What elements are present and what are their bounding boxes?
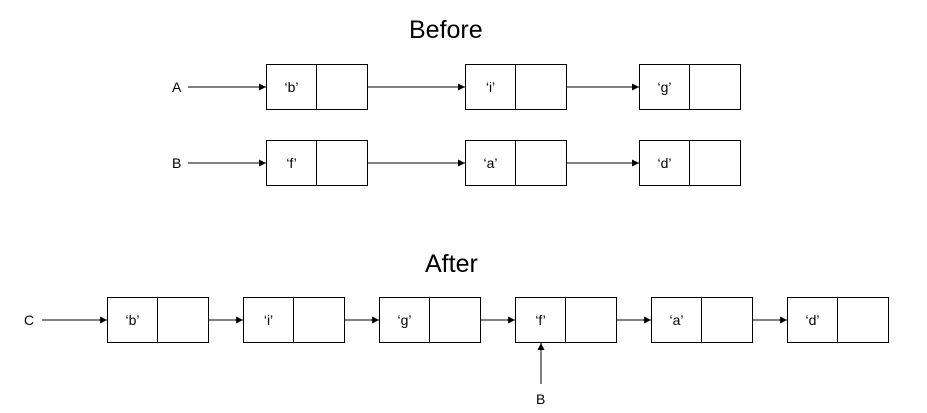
node-next-pointer bbox=[158, 298, 208, 342]
node-value: ‘g’ bbox=[640, 65, 690, 109]
node-next-pointer bbox=[516, 141, 566, 185]
node-value: ‘b’ bbox=[108, 298, 158, 342]
node-next-pointer bbox=[430, 298, 480, 342]
node-value: ‘a’ bbox=[652, 298, 702, 342]
list-b-node: ‘f’ bbox=[266, 140, 368, 186]
list-c-node: ‘f’ bbox=[515, 297, 617, 343]
node-next-pointer bbox=[690, 65, 740, 109]
node-next-pointer bbox=[690, 141, 740, 185]
node-value: ‘i’ bbox=[244, 298, 294, 342]
list-b-node: ‘d’ bbox=[639, 140, 741, 186]
node-next-pointer bbox=[294, 298, 344, 342]
pointer-label-a: A bbox=[172, 79, 182, 95]
list-a-node: ‘i’ bbox=[465, 64, 567, 110]
node-value: ‘a’ bbox=[466, 141, 516, 185]
list-c-node: ‘d’ bbox=[787, 297, 889, 343]
list-c-node: ‘i’ bbox=[243, 297, 345, 343]
node-value: ‘d’ bbox=[788, 298, 838, 342]
list-c-node: ‘b’ bbox=[107, 297, 209, 343]
node-next-pointer bbox=[702, 298, 752, 342]
node-value: ‘g’ bbox=[380, 298, 430, 342]
node-value: ‘f’ bbox=[267, 141, 317, 185]
node-next-pointer bbox=[317, 141, 367, 185]
node-next-pointer bbox=[317, 65, 367, 109]
node-next-pointer bbox=[838, 298, 888, 342]
list-c-node: ‘g’ bbox=[379, 297, 481, 343]
list-b-node: ‘a’ bbox=[465, 140, 567, 186]
pointer-label-b-after: B bbox=[536, 391, 546, 407]
list-a-node: ‘g’ bbox=[639, 64, 741, 110]
pointer-label-c: C bbox=[24, 312, 35, 328]
pointer-label-b-before: B bbox=[172, 155, 182, 171]
node-value: ‘f’ bbox=[516, 298, 566, 342]
before-heading: Before bbox=[409, 16, 483, 44]
node-next-pointer bbox=[516, 65, 566, 109]
list-c-node: ‘a’ bbox=[651, 297, 753, 343]
node-value: ‘i’ bbox=[466, 65, 516, 109]
list-a-node: ‘b’ bbox=[266, 64, 368, 110]
node-value: ‘b’ bbox=[267, 65, 317, 109]
after-heading: After bbox=[425, 250, 478, 278]
node-value: ‘d’ bbox=[640, 141, 690, 185]
node-next-pointer bbox=[566, 298, 616, 342]
